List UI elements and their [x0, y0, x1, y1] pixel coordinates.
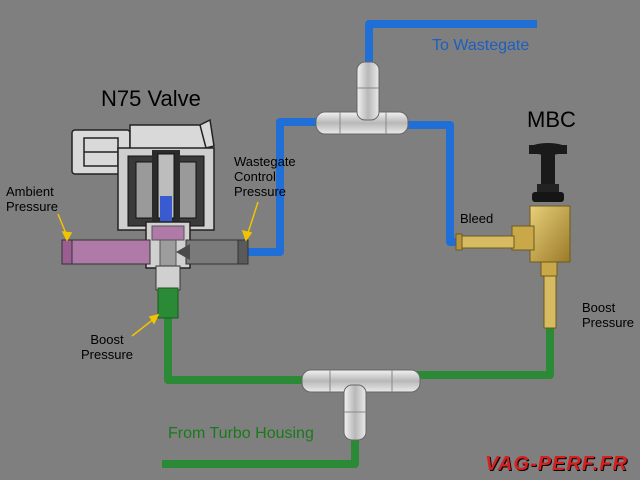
mbc-label: MBC	[527, 107, 576, 132]
wastegate-port	[176, 239, 249, 265]
from-turbo-housing-label: From Turbo Housing	[168, 425, 314, 442]
boost-hose	[162, 318, 554, 468]
boost-port	[155, 265, 181, 319]
bleed-label: Bleed	[460, 211, 494, 226]
n75-valve	[61, 118, 249, 319]
n75-valve-label: N75 Valve	[101, 86, 201, 111]
watermark-logo: VAG-PERF.FR	[485, 453, 628, 475]
wastegate-control-pressure-label: Wastegate Control Pressure	[234, 154, 296, 199]
mbc-valve	[455, 143, 571, 329]
wastegate-hose	[248, 20, 537, 256]
leader-lines	[57, 201, 259, 337]
boost-pressure-left-label: Boost Pressure	[80, 332, 134, 362]
ambient-port	[61, 239, 151, 265]
upper-tee-fitting	[315, 61, 409, 135]
lower-tee-fitting	[301, 369, 421, 441]
boost-pressure-right-label: Boost Pressure	[582, 300, 635, 330]
to-wastegate-label: To Wastegate	[432, 37, 530, 54]
ambient-pressure-label: Ambient Pressure	[6, 184, 59, 214]
